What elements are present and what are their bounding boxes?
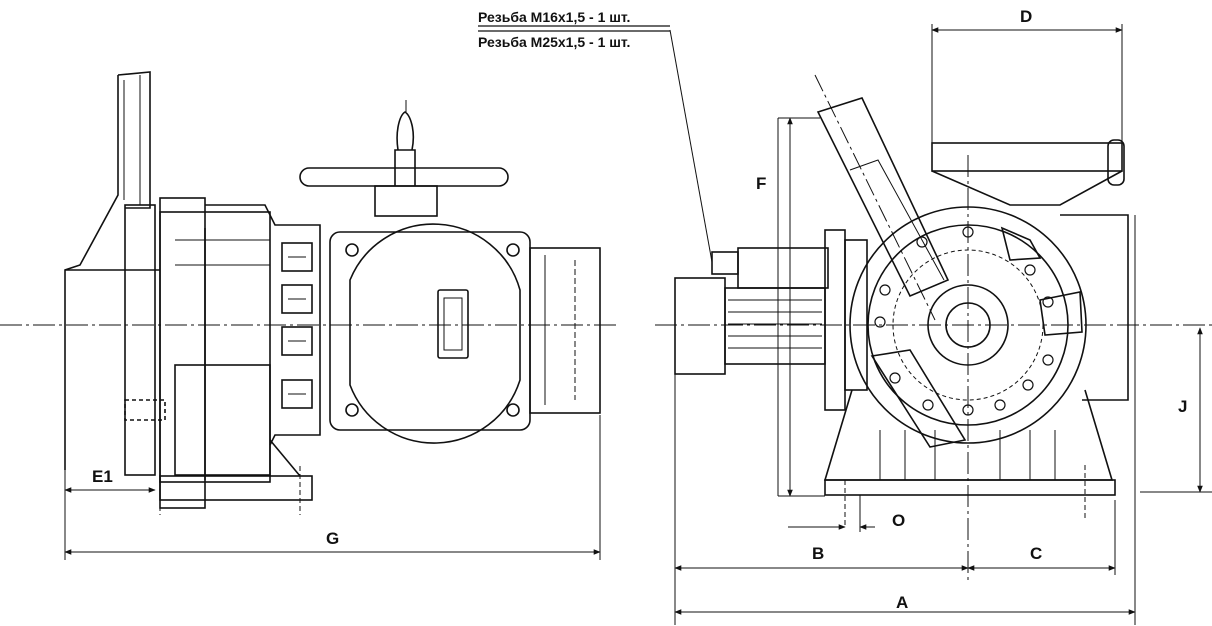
dim-label-a: A xyxy=(896,593,909,612)
dim-label-d: D xyxy=(1020,7,1033,26)
dim-label-o: O xyxy=(892,511,906,530)
dim-label-g: G xyxy=(326,529,340,548)
side-view xyxy=(0,71,620,560)
dim-label-f: F xyxy=(756,174,767,193)
dim-label-j: J xyxy=(1178,397,1188,416)
thread-callout-m25: Резьба М25х1,5 - 1 шт. xyxy=(478,34,631,50)
dim-label-e1: E1 xyxy=(92,467,113,486)
dim-label-c: C xyxy=(1030,544,1043,563)
thread-callout-m16: Резьба М16х1,5 - 1 шт. xyxy=(478,9,631,25)
dim-label-b: B xyxy=(812,544,825,563)
front-view xyxy=(655,24,1212,625)
